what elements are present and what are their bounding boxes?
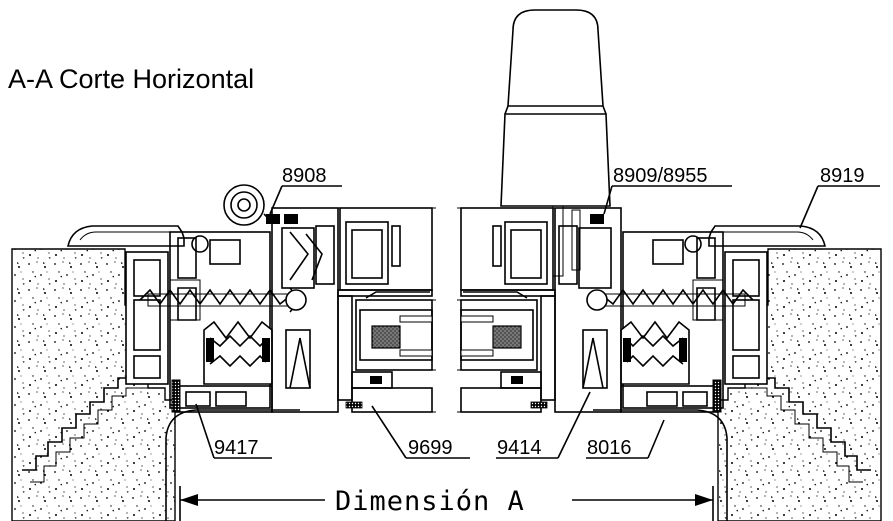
screw-right xyxy=(586,279,754,321)
screw-left xyxy=(139,279,307,321)
cover-trim-right xyxy=(708,225,826,247)
label-8016: 8016 xyxy=(587,437,632,459)
bottom-jambs xyxy=(165,409,728,521)
cover-trim-left xyxy=(67,225,185,247)
drawing-title: A-A Corte Horizontal xyxy=(8,64,255,94)
label-9414: 9414 xyxy=(497,437,542,459)
dimension-label: Dimensión A xyxy=(335,486,525,517)
handle xyxy=(500,9,611,277)
label-8909-8955: 8909/8955 xyxy=(613,165,708,187)
hinge-8908 xyxy=(223,184,298,226)
label-9699: 9699 xyxy=(408,437,453,459)
dimension-line xyxy=(179,486,714,521)
label-9417: 9417 xyxy=(214,437,259,459)
leader-lines xyxy=(195,185,880,459)
break-lines xyxy=(276,206,617,414)
label-8919: 8919 xyxy=(820,165,865,187)
label-8908: 8908 xyxy=(282,165,327,187)
right-frame-profiles xyxy=(460,207,768,413)
left-frame-profiles xyxy=(125,207,433,413)
